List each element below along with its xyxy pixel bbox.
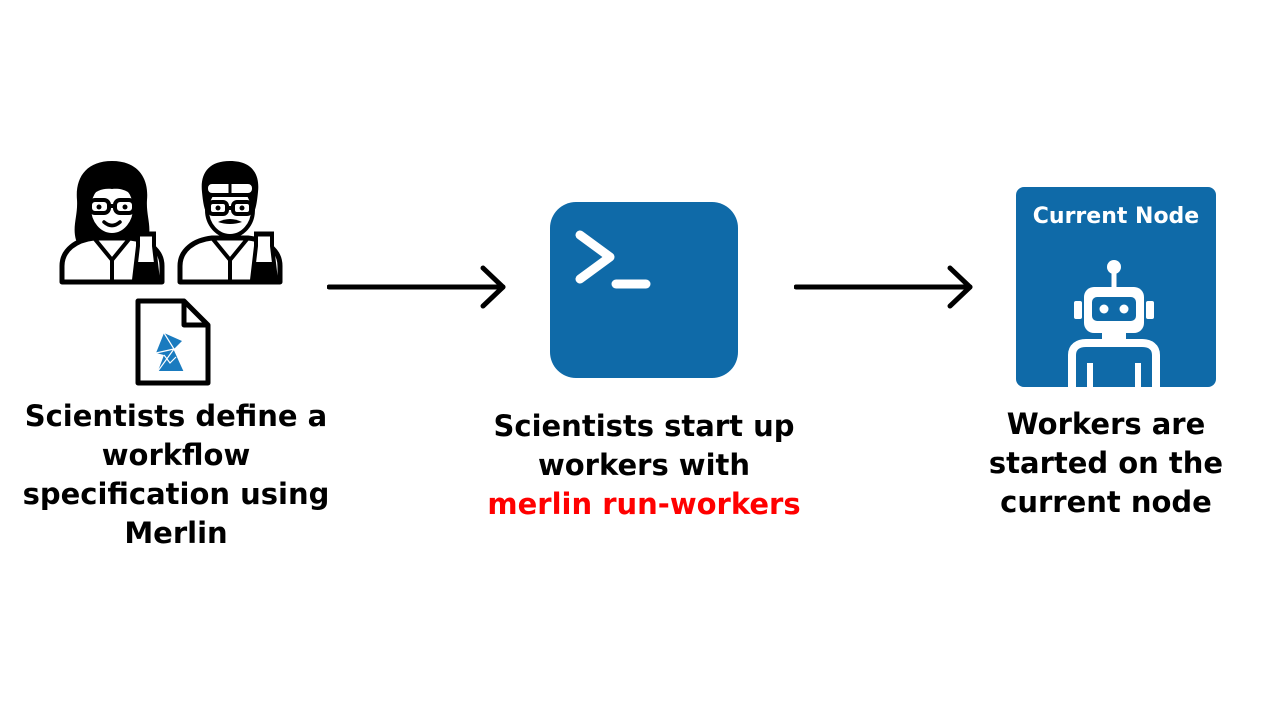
terminal-icon (550, 202, 738, 378)
step3-line-2: started on the (988, 446, 1224, 480)
step1-line-1: Scientists define a (24, 399, 328, 433)
step2-caption: Scientists start up workers with merlin … (470, 407, 818, 524)
current-node-title: Current Node (1032, 204, 1200, 229)
step1-line-4: Merlin (124, 516, 228, 550)
step3-caption: Workers are started on the current node (956, 405, 1256, 522)
robot-worker-icon (1068, 260, 1160, 387)
arrow-right-icon (794, 265, 973, 309)
scientist-man-icon (177, 161, 283, 285)
scientist-woman-icon (59, 161, 165, 285)
step1-caption: Scientists define a workflow specificati… (14, 397, 338, 553)
step1-line-2: workflow (101, 438, 251, 472)
step3-line-1: Workers are (1006, 407, 1206, 441)
step1-line-3: specification using (22, 477, 330, 511)
step2-line-2: workers with (537, 448, 751, 482)
step2-line-1: Scientists start up (493, 409, 795, 443)
step3-line-3: current node (1000, 485, 1212, 519)
merlin-spec-file-icon (135, 298, 211, 386)
step2-command: merlin run-workers (487, 487, 801, 521)
current-node-box: Current Node (1016, 187, 1216, 387)
arrow-right-icon (327, 265, 506, 309)
